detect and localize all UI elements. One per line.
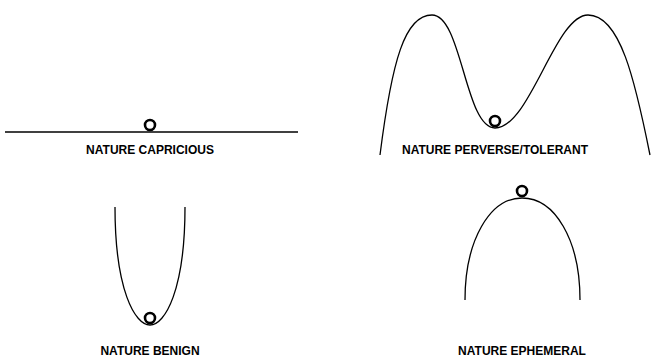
flat-surface xyxy=(5,131,298,132)
panel-caption: NATURE PERVERSE/TOLERANT xyxy=(402,144,588,157)
ball xyxy=(517,186,527,196)
ball xyxy=(145,313,155,323)
panel-caption: NATURE BENIGN xyxy=(100,345,199,358)
valley-surface xyxy=(115,207,185,325)
hill-surface xyxy=(465,198,580,300)
double-hump-surface xyxy=(380,15,650,155)
ball xyxy=(145,120,155,130)
ball xyxy=(490,116,500,126)
panel-caption: NATURE CAPRICIOUS xyxy=(86,144,214,157)
panel-caption: NATURE EPHEMERAL xyxy=(458,345,586,358)
